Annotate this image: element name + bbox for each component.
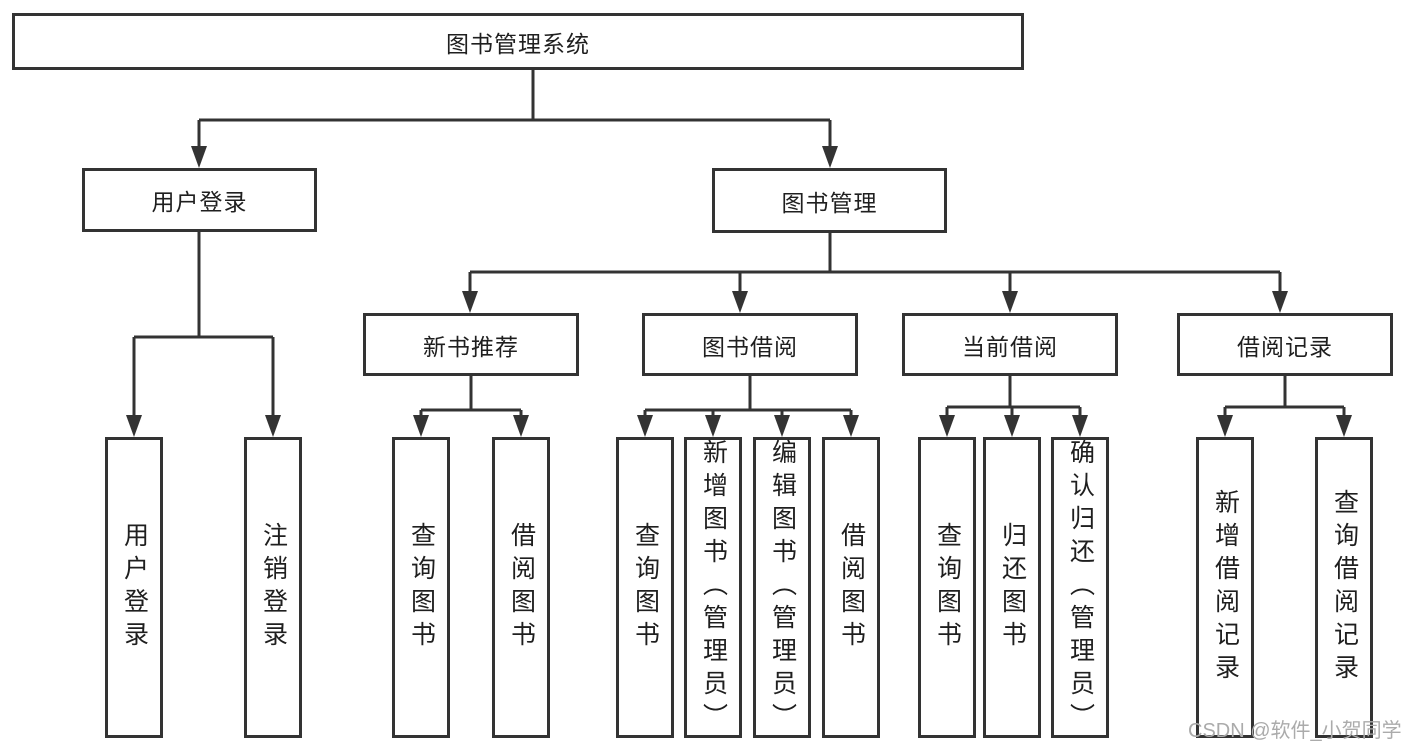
- arrowhead-icon: [191, 146, 207, 168]
- arrowhead-icon: [822, 146, 838, 168]
- node-current-borrowing: 当前借阅: [902, 313, 1118, 376]
- leaf-bb-add-book-admin: 新增图书（管理员）: [684, 437, 742, 738]
- node-book-borrowing: 图书借阅: [642, 313, 858, 376]
- connector-book-borrowing-to-leaves: [637, 376, 859, 437]
- leaf-label: 注销登录: [259, 521, 288, 654]
- arrowhead-icon: [939, 415, 955, 437]
- leaf-label: 编辑图书（管理员）: [768, 439, 797, 736]
- arrowhead-icon: [1002, 291, 1018, 313]
- leaf-label: 确认归还（管理员）: [1066, 439, 1095, 736]
- leaf-nbr-query-books: 查询图书: [392, 437, 450, 738]
- arrowhead-icon: [843, 415, 859, 437]
- connector-current-borrowing-to-leaves: [939, 375, 1088, 437]
- arrowhead-icon: [462, 291, 478, 313]
- arrowhead-icon: [513, 415, 529, 437]
- arrowhead-icon: [1336, 415, 1352, 437]
- leaf-label: 新增借阅记录: [1211, 488, 1240, 687]
- arrowhead-icon: [705, 415, 721, 437]
- leaf-label: 查询图书: [933, 521, 962, 654]
- connector-borrowing-records-to-leaves: [1217, 376, 1352, 437]
- leaf-label: 归还图书: [998, 521, 1027, 654]
- node-book-management: 图书管理: [712, 168, 947, 233]
- arrowhead-icon: [732, 291, 748, 313]
- leaf-label: 借阅图书: [837, 521, 866, 654]
- leaf-cb-query-books: 查询图书: [918, 437, 976, 738]
- leaf-label: 查询图书: [631, 521, 660, 654]
- node-root: 图书管理系统: [12, 13, 1024, 70]
- connector-user-login-to-leaves: [126, 232, 281, 437]
- arrowhead-icon: [1272, 291, 1288, 313]
- leaf-bb-query-books: 查询图书: [616, 437, 674, 738]
- leaf-cb-return-books: 归还图书: [983, 437, 1041, 738]
- node-user-login: 用户登录: [82, 168, 317, 232]
- arrowhead-icon: [413, 415, 429, 437]
- leaf-label: 查询借阅记录: [1330, 488, 1359, 687]
- connector-root-to-branches: [191, 70, 838, 168]
- leaf-user-login: 用户登录: [105, 437, 163, 738]
- leaf-nbr-borrow-books: 借阅图书: [492, 437, 550, 738]
- leaf-bb-edit-book-admin: 编辑图书（管理员）: [753, 437, 811, 738]
- leaf-label: 查询图书: [407, 521, 436, 654]
- arrowhead-icon: [1217, 415, 1233, 437]
- leaf-bb-borrow-books: 借阅图书: [822, 437, 880, 738]
- leaf-cb-confirm-return-admin: 确认归还（管理员）: [1051, 437, 1109, 738]
- connector-book-management-to-groups: [462, 233, 1288, 313]
- leaf-logout: 注销登录: [244, 437, 302, 738]
- leaf-label: 借阅图书: [507, 521, 536, 654]
- arrowhead-icon: [637, 415, 653, 437]
- node-new-book-recommendation: 新书推荐: [363, 313, 579, 376]
- arrowhead-icon: [265, 415, 281, 437]
- node-borrowing-records: 借阅记录: [1177, 313, 1393, 376]
- arrowhead-icon: [126, 415, 142, 437]
- leaf-label: 新增图书（管理员）: [699, 439, 728, 736]
- arrowhead-icon: [1072, 415, 1088, 437]
- leaf-label: 用户登录: [120, 521, 149, 654]
- leaf-br-add-borrow-record: 新增借阅记录: [1196, 437, 1254, 738]
- leaf-br-query-borrow-record: 查询借阅记录: [1315, 437, 1373, 738]
- arrowhead-icon: [1004, 415, 1020, 437]
- arrowhead-icon: [774, 415, 790, 437]
- watermark: CSDN @软件_小贺同学: [1188, 720, 1402, 742]
- connector-new-book-recommendation-to-leaves: [413, 376, 529, 437]
